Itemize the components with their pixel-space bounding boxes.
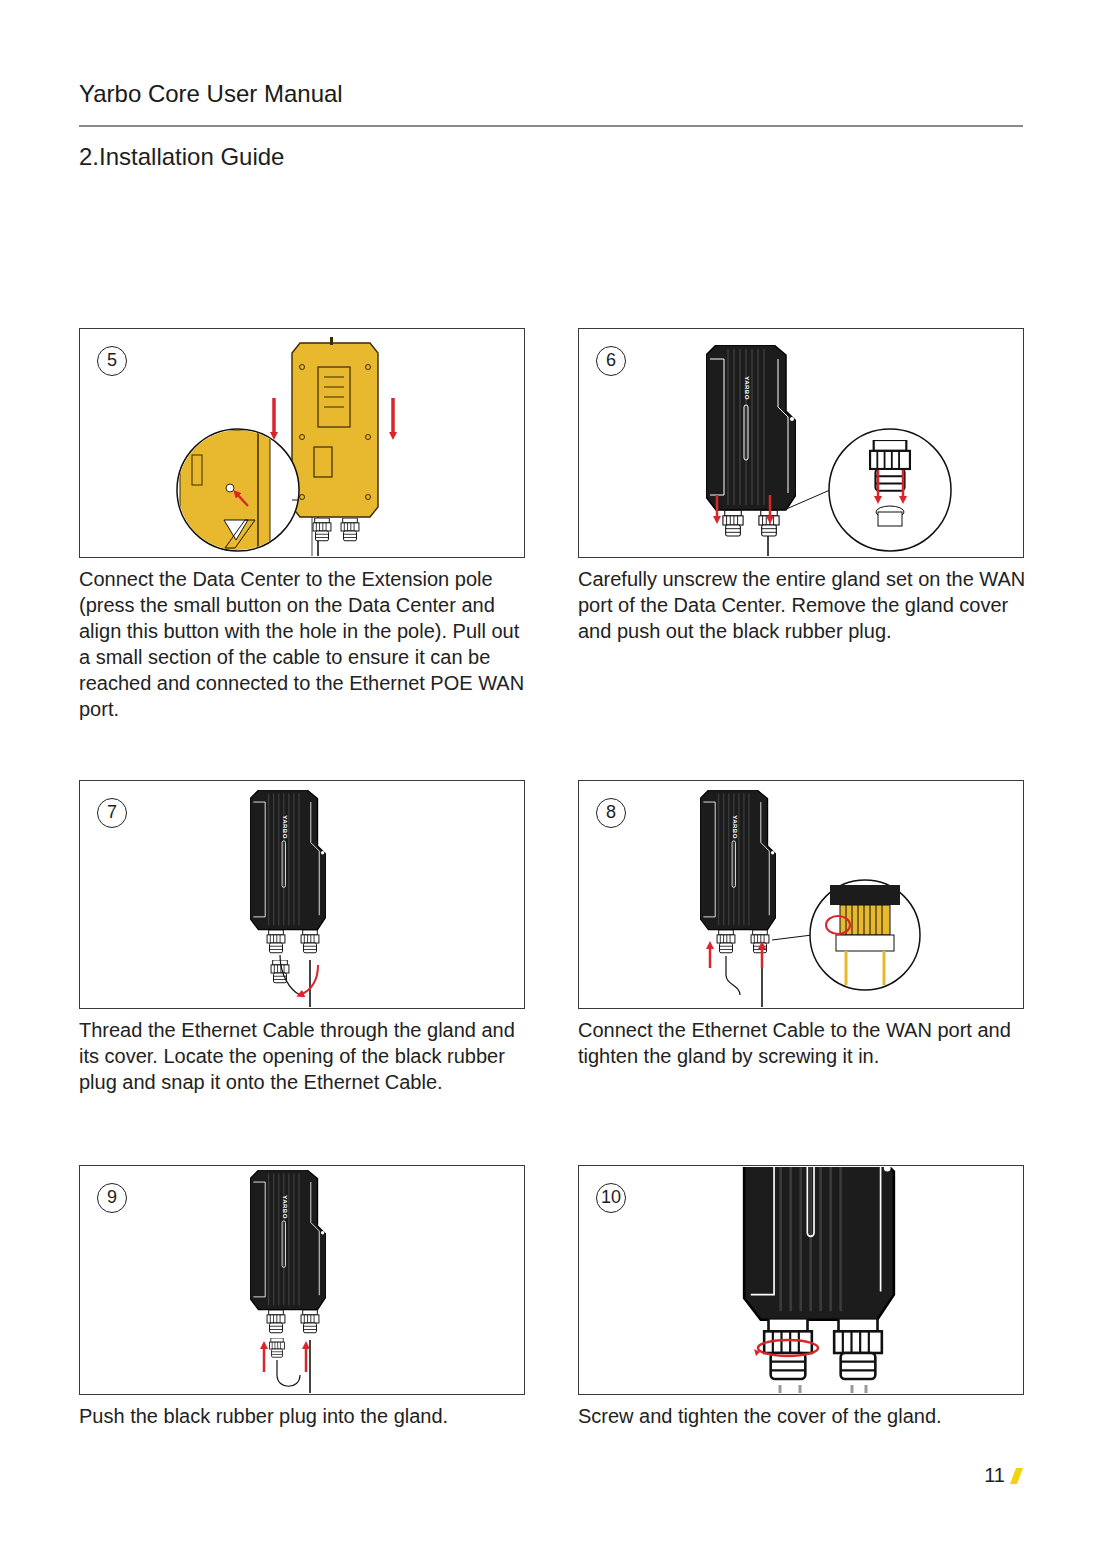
step-panel: 10Screw and tighten the cover of the gla… [578,1165,1024,1395]
page-title: Yarbo Core User Manual [79,80,343,108]
device-logo: YARBO [744,376,750,400]
callout-number: 7 [97,798,127,828]
callout-number: 10 [596,1183,626,1213]
step-panel: 9Push the black rubber plug into the gla… [79,1165,525,1395]
step-caption: Push the black rubber plug into the glan… [79,1403,531,1429]
step-panel: 5Connect the Data Center to the Extensio… [79,328,525,558]
callout-number: 8 [596,798,626,828]
page-number: 11 [984,1464,1005,1487]
step-panel: 8Connect the Ethernet Cable to the WAN p… [578,780,1024,1009]
step-caption: Connect the Ethernet Cable to the WAN po… [578,1017,1030,1069]
device-logo: YARBO [732,815,738,839]
step-caption: Connect the Data Center to the Extension… [79,566,531,722]
callout-number: 9 [97,1183,127,1213]
section-heading: 2.Installation Guide [79,143,284,171]
step-caption: Thread the Ethernet Cable through the gl… [79,1017,531,1095]
callout-number: 6 [596,346,626,376]
step-panel: 7Thread the Ethernet Cable through the g… [79,780,525,1009]
step-caption: Screw and tighten the cover of the gland… [578,1403,1030,1429]
step-panel: 6Carefully unscrew the entire gland set … [578,328,1024,558]
device-logo: YARBO [282,815,288,839]
device-logo: YARBO [282,1195,288,1219]
step-caption: Carefully unscrew the entire gland set o… [578,566,1030,644]
callout-number: 5 [97,346,127,376]
